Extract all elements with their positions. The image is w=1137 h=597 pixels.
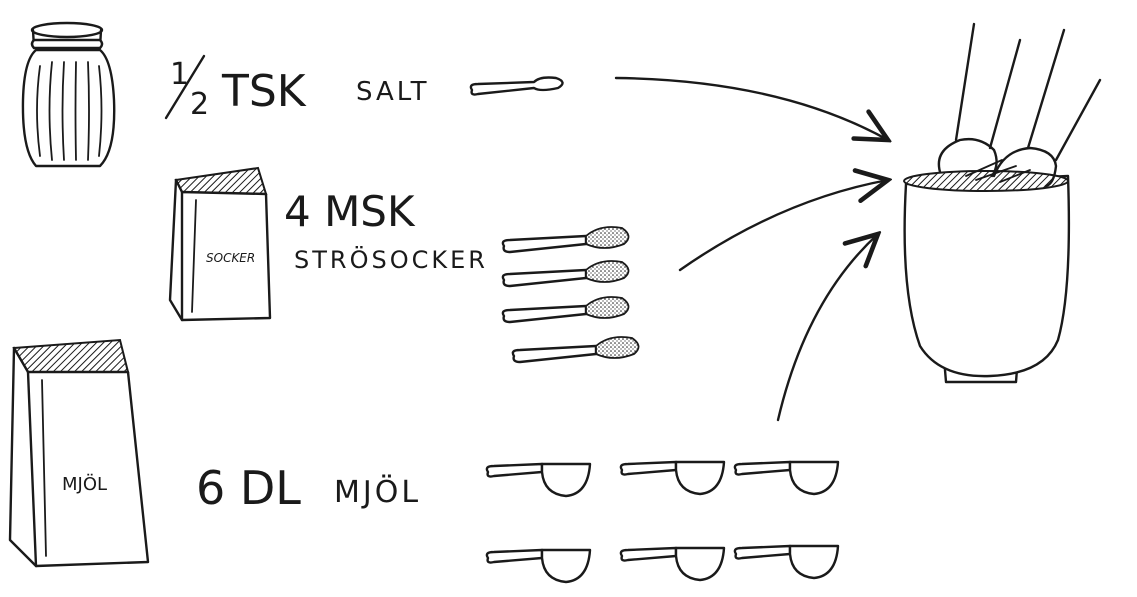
salt-amount: 1 2 TSK SALT	[164, 54, 430, 122]
flour-arrow	[776, 234, 878, 422]
salt-name: SALT	[356, 77, 430, 107]
salt-fraction-numerator: 1	[170, 57, 189, 92]
tablespoon-icon	[501, 296, 630, 324]
deciliter-measure-icon	[485, 548, 592, 584]
salt-unit: TSK	[221, 66, 307, 117]
deciliter-measure-icon	[619, 546, 726, 582]
sugar-bag-icon: SOCKER	[168, 166, 272, 322]
tablespoon-icon	[511, 336, 640, 364]
tablespoon-icon	[501, 226, 630, 254]
mixing-bowl-icon	[903, 170, 1071, 384]
flour-quantity: 6 DL	[196, 461, 301, 515]
flour-bag-icon: MJÖL	[8, 338, 150, 568]
salt-arrow	[614, 76, 888, 140]
flour-name: MJÖL	[334, 474, 421, 510]
deciliter-measure-icon	[733, 544, 840, 580]
salt-shaker-icon	[21, 21, 116, 168]
deciliter-measure-icon	[619, 460, 726, 496]
deciliter-measure-icon	[733, 460, 840, 496]
deciliter-measure-icon	[485, 462, 592, 498]
flour-amount: 6 DL MJÖL	[196, 461, 421, 515]
salt-fraction-denominator: 2	[190, 87, 209, 122]
sugar-quantity: 4 MSK	[284, 187, 416, 236]
sugar-name: STRÖSOCKER	[294, 245, 488, 274]
sugar-arrow	[678, 180, 888, 272]
flour-bag-label: MJÖL	[62, 473, 107, 495]
sugar-amount: 4 MSK STRÖSOCKER	[284, 187, 488, 274]
teaspoon-icon	[469, 76, 564, 96]
hands-icon	[937, 22, 1102, 188]
tablespoon-icon	[501, 260, 630, 288]
sugar-bag-label: SOCKER	[206, 251, 255, 265]
